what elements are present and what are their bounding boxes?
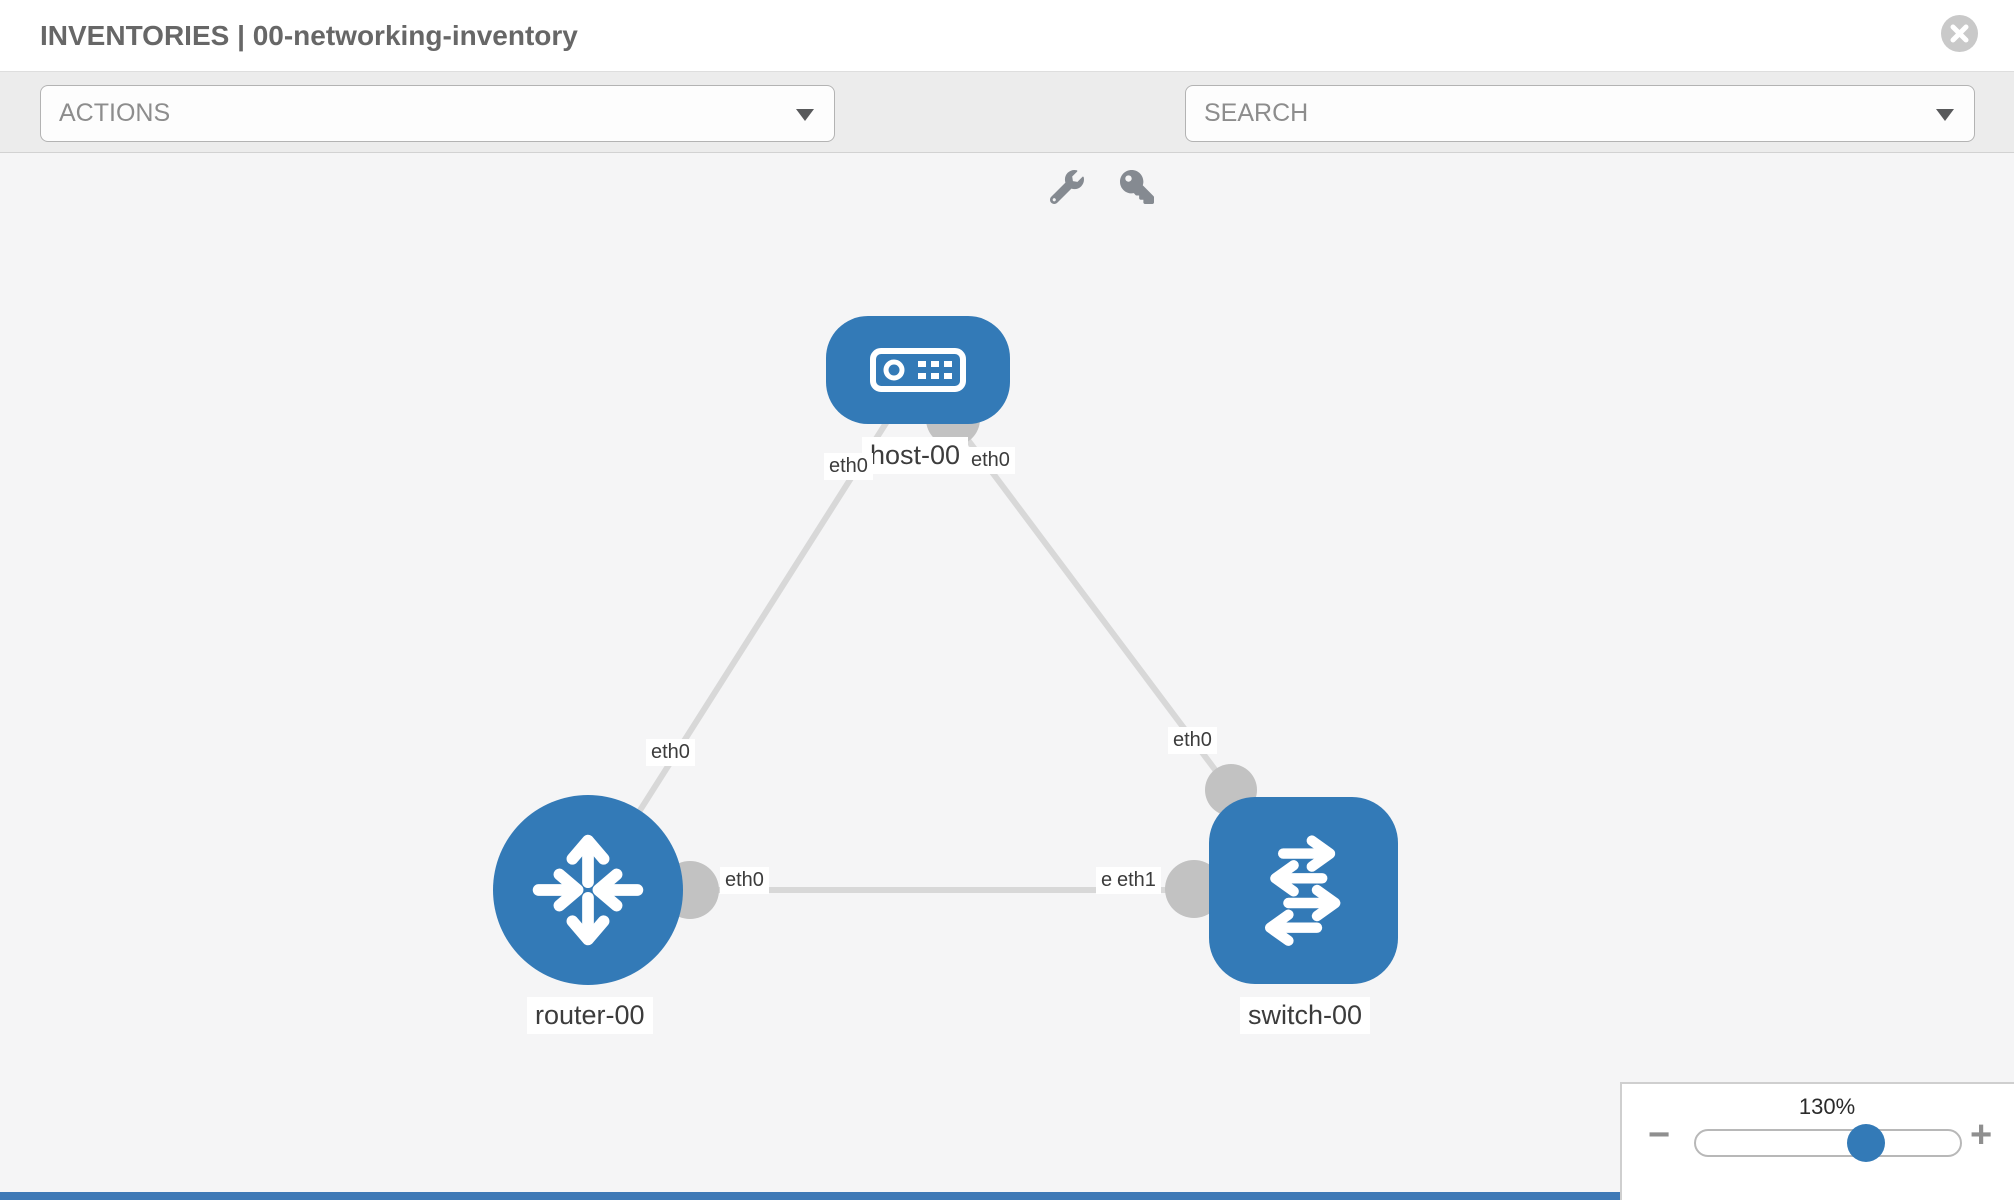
wrench-icon[interactable] [1048,170,1086,204]
node-router-00[interactable] [493,795,683,985]
switch-icon [1265,835,1341,946]
zoom-slider-track[interactable] [1694,1129,1962,1157]
iface-label-host-right: eth0 [966,447,1015,474]
header-bar: INVENTORIES | 00-networking-inventory [0,0,2014,72]
router-icon [532,834,644,946]
chevron-down-icon [1936,109,1954,121]
zoom-level-value: 130% [1798,1094,1856,1119]
close-button[interactable] [1941,15,1978,52]
actions-dropdown[interactable]: ACTIONS [40,85,835,142]
node-host-00[interactable] [826,316,1010,424]
zoom-panel: 130% − + [1620,1082,2014,1200]
node-label-host: host-00 [862,437,969,474]
search-dropdown[interactable]: SEARCH [1185,85,1975,142]
search-input[interactable]: SEARCH [1204,99,1309,127]
zoom-out-button[interactable]: − [1648,1114,1671,1156]
actions-dropdown-label: ACTIONS [59,99,171,127]
host-icon [870,348,966,392]
topology-canvas[interactable]: host-00 router-00 switch-00 eth0 eth0 et… [0,153,2014,1200]
topology-edges [587,399,1234,893]
key-icon[interactable] [1118,170,1156,204]
zoom-in-button[interactable]: + [1970,1114,1993,1156]
iface-label-switch-front: eth1 [1112,867,1161,894]
toolbar: ACTIONS SEARCH [0,72,2014,204]
zoom-slider-thumb[interactable] [1847,1124,1885,1162]
node-switch-00[interactable] [1209,797,1398,984]
node-label-switch: switch-00 [1240,997,1371,1034]
chevron-down-icon [796,109,814,121]
iface-label-switch-top: eth0 [1168,727,1217,754]
iface-label-router-right: eth0 [720,867,769,894]
close-icon [1950,24,1969,43]
edge-router-host [587,399,903,891]
iface-label-host-left: eth0 [824,453,873,480]
page-title: INVENTORIES | 00-networking-inventory [40,20,578,51]
bottom-accent-bar [0,1192,1620,1200]
node-label-router: router-00 [527,997,653,1034]
iface-label-router-host: eth0 [646,739,695,766]
